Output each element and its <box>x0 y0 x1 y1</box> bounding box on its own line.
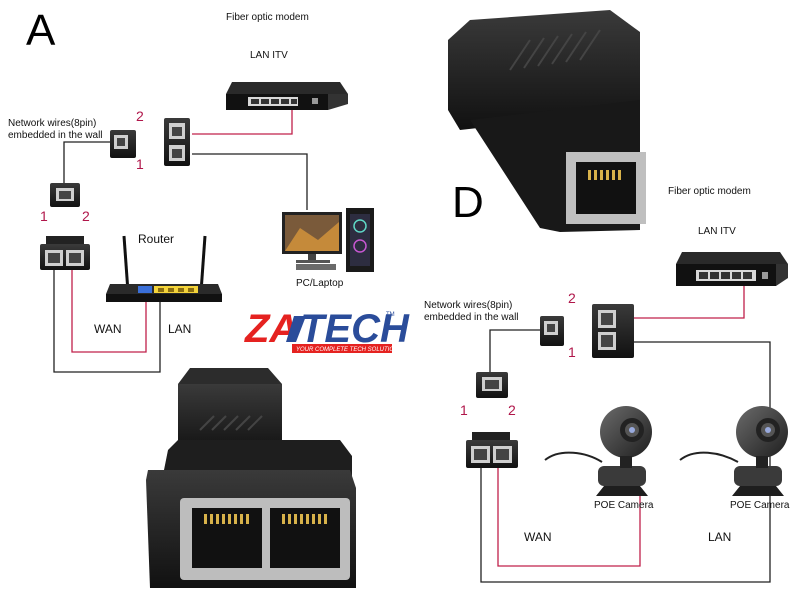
panel-d-lan-label: LAN <box>708 530 732 544</box>
logo-tagline: YOUR COMPLETE TECH SOLUTION <box>296 347 399 353</box>
poe-camera-1-icon <box>544 406 652 496</box>
panel-d-num-1-mid: 1 <box>568 344 576 360</box>
panel-a-modem-title: Fiber optic modem <box>226 12 309 23</box>
panel-d-poe-camera-1-label: POE Camera <box>594 500 654 511</box>
single-splitter-photo-icon <box>448 10 646 232</box>
wires-a <box>53 110 308 373</box>
logo-tm: TM <box>386 312 395 318</box>
panel-d-wan-label: WAN <box>524 530 552 544</box>
panel-d-lan-itv: LAN ITV <box>698 226 736 237</box>
svg-text:ZA: ZA <box>244 307 298 351</box>
panel-a-lan-label: LAN <box>168 322 192 336</box>
wall-jack-d-icon <box>476 372 508 398</box>
zaytech-logo: ZA TECH YOUR COMPLETE TECH SOLUTION TM <box>244 307 410 353</box>
panel-a-pc-laptop-label: PC/Laptop <box>296 278 344 289</box>
panel-a-num-1-mid: 1 <box>136 156 144 172</box>
panel-a-num-2-left: 2 <box>82 208 90 224</box>
splitter-a-bottom-icon <box>40 236 90 270</box>
wall-wires-line-2: embedded in the wall <box>8 130 103 141</box>
modem-a-icon <box>226 82 348 110</box>
svg-text:TECH: TECH <box>300 307 410 351</box>
panel-d-letter: D <box>452 178 484 227</box>
panel-d-modem-title: Fiber optic modem <box>668 186 751 197</box>
splitter-a-icon <box>164 118 190 166</box>
wall-wires-line-2: embedded in the wall <box>424 312 519 323</box>
panel-a-router-label: Router <box>138 232 175 246</box>
plug-d-top-icon <box>540 316 564 346</box>
dual-splitter-photo-icon <box>146 368 356 588</box>
poe-camera-2-icon <box>679 406 788 496</box>
panel-a-wall-wires-label: Network wires(8pin) embedded in the wall <box>8 118 103 142</box>
panel-d-num-1-left: 1 <box>460 402 468 418</box>
panel-d-num-2-top: 2 <box>568 290 576 306</box>
panel-a-wan-label: WAN <box>94 322 122 336</box>
pc-laptop-icon <box>282 208 374 272</box>
panel-d-wall-wires-label: Network wires(8pin) embedded in the wall <box>424 300 519 324</box>
modem-d-icon <box>676 252 788 286</box>
wall-wires-line-1: Network wires(8pin) <box>424 300 513 311</box>
router-icon <box>106 235 222 302</box>
panel-a-num-2-top: 2 <box>136 108 144 124</box>
panel-a-lan-itv: LAN ITV <box>250 50 288 61</box>
plug-a-top-icon <box>110 130 136 158</box>
splitter-d-icon <box>592 304 634 358</box>
panel-a-num-1-left: 1 <box>40 208 48 224</box>
wall-jack-a-icon <box>50 183 80 207</box>
panel-d-num-2-left: 2 <box>508 402 516 418</box>
wires-d <box>480 286 771 583</box>
panel-a-letter: A <box>26 6 56 55</box>
splitter-d-bottom-icon <box>466 432 518 468</box>
wall-wires-line-1: Network wires(8pin) <box>8 118 97 129</box>
panel-d-poe-camera-2-label: POE Camera <box>730 500 790 511</box>
